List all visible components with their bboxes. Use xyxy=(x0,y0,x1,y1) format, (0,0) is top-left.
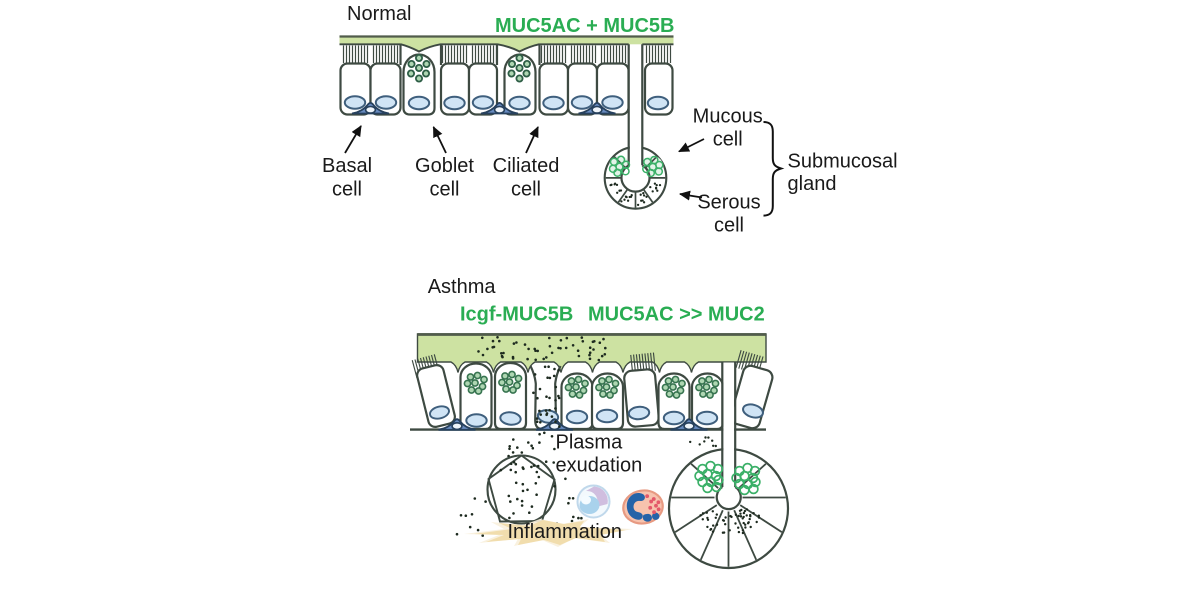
svg-text:Ciliated: Ciliated xyxy=(493,155,560,177)
svg-text:cell: cell xyxy=(714,214,744,236)
svg-text:Plasma: Plasma xyxy=(556,431,624,453)
svg-text:cell: cell xyxy=(511,179,541,201)
svg-text:gland: gland xyxy=(788,173,837,195)
svg-text:Goblet: Goblet xyxy=(415,155,474,177)
svg-text:cell: cell xyxy=(332,179,362,201)
svg-text:Mucous: Mucous xyxy=(693,106,763,128)
svg-text:cell: cell xyxy=(429,179,459,201)
svg-text:cell: cell xyxy=(713,129,743,151)
svg-text:MUC5AC + MUC5B: MUC5AC + MUC5B xyxy=(495,15,674,37)
svg-text:Inflammation: Inflammation xyxy=(508,521,623,543)
svg-text:Normal: Normal xyxy=(347,3,411,25)
svg-text:Asthma: Asthma xyxy=(428,276,497,298)
svg-text:exudation: exudation xyxy=(556,454,643,476)
svg-text:Serous: Serous xyxy=(697,191,760,213)
svg-text:MUC5AC >> MUC2: MUC5AC >> MUC2 xyxy=(588,304,765,326)
svg-text:Icgf-MUC5B: Icgf-MUC5B xyxy=(460,304,573,326)
svg-text:Submucosal: Submucosal xyxy=(788,150,898,172)
svg-text:Basal: Basal xyxy=(322,155,372,177)
